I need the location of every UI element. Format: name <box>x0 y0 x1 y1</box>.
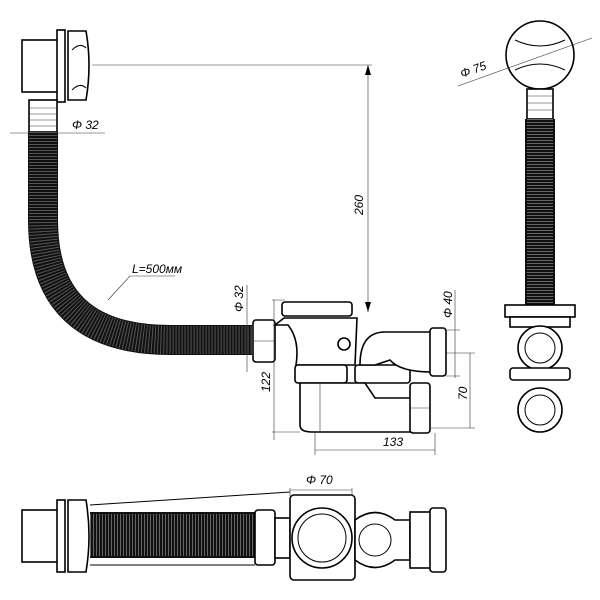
dim-overflow-cap-diameter: Φ 75 <box>458 58 488 80</box>
overflow-head <box>21 29 90 133</box>
dim-siphon-length: 133 <box>383 435 403 449</box>
side-view: Φ 75 <box>457 20 593 433</box>
dim-overflow-diameter: Φ 32 <box>72 118 99 132</box>
siphon <box>252 301 447 434</box>
dim-siphon-height: 122 <box>259 372 273 392</box>
front-view: 260 Φ 32 L=500мм Φ 32 122 Φ 40 <box>10 29 475 455</box>
dim-drain-diameter: Φ 70 <box>306 473 333 487</box>
dim-hose-length: L=500мм <box>132 262 182 276</box>
dim-outlet-diameter-left: Φ 32 <box>232 285 246 312</box>
top-view: Φ 70 <box>21 473 447 581</box>
dim-height-260: 260 <box>352 195 366 216</box>
flexible-hose <box>28 132 252 355</box>
dim-outlet-height: 70 <box>456 386 470 400</box>
dim-outlet-diameter-right: Φ 40 <box>441 291 455 318</box>
